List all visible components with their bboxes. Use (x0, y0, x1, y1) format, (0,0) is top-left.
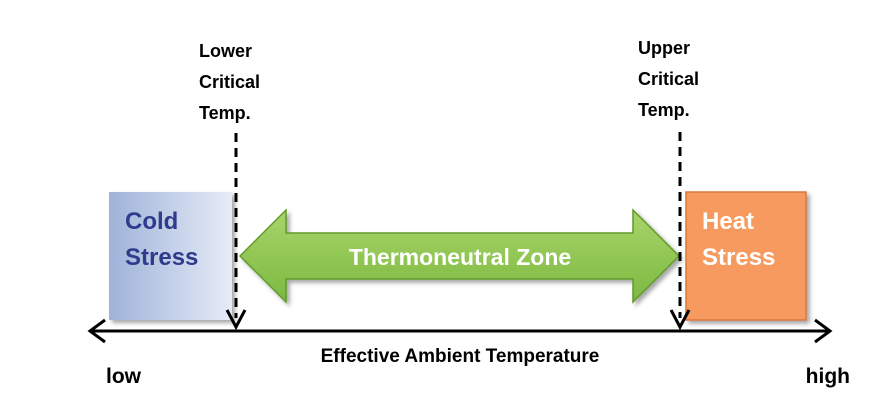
axis-left-arrowhead (87, 318, 106, 344)
upper-critical-line1: Upper (638, 38, 690, 58)
heat-stress-box: Heat Stress (685, 191, 807, 321)
upper-critical-marker: Upper Critical Temp. (638, 38, 699, 331)
upper-critical-arrowhead (669, 309, 691, 331)
heat-stress-label-line2: Stress (702, 244, 775, 271)
thermoneutral-zone-arrow: Thermoneutral Zone (238, 208, 681, 304)
upper-critical-line3: Temp. (638, 100, 690, 120)
cold-stress-box: Cold Stress (109, 192, 232, 320)
lower-critical-marker: Lower Critical Temp. (199, 41, 260, 331)
axis-label: Effective Ambient Temperature (321, 346, 600, 367)
axis-low-label: low (106, 365, 142, 388)
axis-high-label: high (806, 365, 850, 388)
thermoneutral-zone-label: Thermoneutral Zone (349, 244, 571, 270)
lower-critical-arrowhead (225, 309, 247, 331)
lower-critical-line2: Critical (199, 72, 260, 92)
cold-stress-rect (109, 192, 232, 320)
cold-stress-label-line2: Stress (125, 244, 198, 271)
heat-stress-rect (685, 191, 807, 321)
axis-right-arrowhead (814, 318, 833, 344)
upper-critical-line2: Critical (638, 69, 699, 89)
lower-critical-line3: Temp. (199, 103, 251, 123)
cold-stress-label-line1: Cold (125, 208, 178, 235)
heat-stress-label-line1: Heat (702, 208, 754, 235)
lower-critical-line1: Lower (199, 41, 252, 61)
temperature-axis: Effective Ambient Temperature low high (87, 318, 850, 388)
